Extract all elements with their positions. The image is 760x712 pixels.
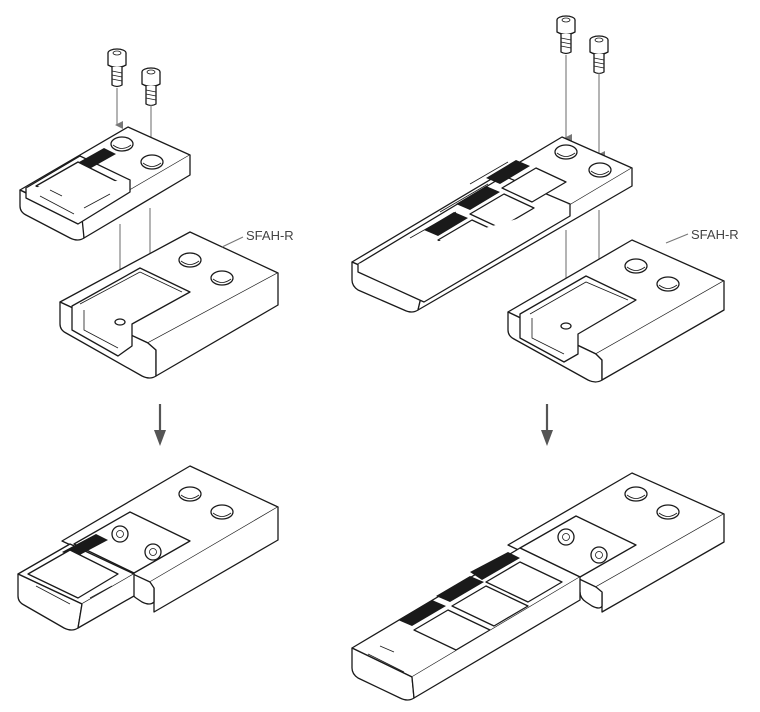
right-exploded-view: SFAH-R xyxy=(351,15,739,383)
arrow-down-icon xyxy=(154,404,166,446)
arrow-down-icon xyxy=(541,404,553,446)
left-exploded-view: SFAH-R xyxy=(19,48,294,379)
right-assembled-view xyxy=(351,472,725,701)
part-label-left: SFAH-R xyxy=(246,228,294,243)
screw-4 xyxy=(589,35,609,75)
screw-3 xyxy=(556,15,576,55)
screw-2 xyxy=(141,67,161,107)
screw-1 xyxy=(107,48,127,88)
part-label-right: SFAH-R xyxy=(691,227,739,242)
left-assembled-view xyxy=(17,465,279,631)
